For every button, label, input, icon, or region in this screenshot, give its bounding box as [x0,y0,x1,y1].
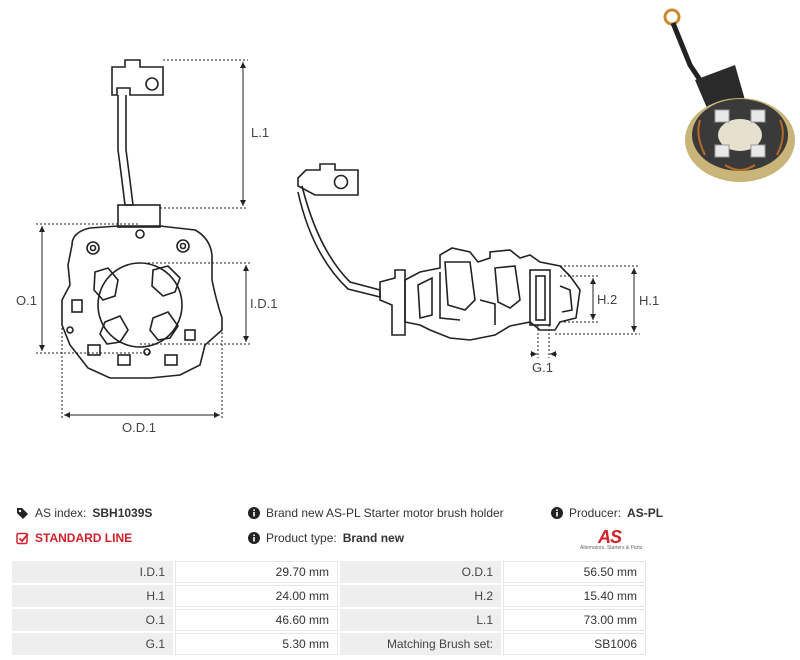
spec-value: 29.70 mm [175,561,338,583]
spec-value: 73.00 mm [503,609,646,631]
label-o1: O.1 [16,293,37,308]
side-dimensions [530,265,640,358]
table-row: H.1 24.00 mm H.2 15.40 mm [12,585,646,607]
product-description: Brand new AS-PL Starter motor brush hold… [248,506,504,520]
spec-table: I.D.1 29.70 mm O.D.1 56.50 mm H.1 24.00 … [10,559,648,657]
standard-line-label: STANDARD LINE [35,531,133,545]
product-type-value: Brand new [342,531,405,545]
tag-icon [17,507,28,519]
spec-value: 56.50 mm [503,561,646,583]
info-circle-icon [248,532,260,544]
producer-value: AS-PL [627,506,664,520]
spec-label: O.1 [12,609,173,631]
product-type: Product type: Brand new [248,531,404,545]
as-pl-logo: AS Alternators, Starters & Parts [580,527,660,553]
spec-label: L.1 [340,609,501,631]
product-type-label: Product type: [266,531,337,545]
spec-value: 5.30 mm [175,633,338,655]
spec-label: G.1 [12,633,173,655]
label-g1: G.1 [532,360,553,375]
table-row: O.1 46.60 mm L.1 73.00 mm [12,609,646,631]
info-circle-icon [248,507,260,519]
technical-drawing: L.1 O.1 I.D.1 O.D.1 H.1 H.2 G.1 [16,59,659,435]
spec-value: 46.60 mm [175,609,338,631]
front-dimensions [36,59,252,420]
check-square-icon [16,532,29,544]
as-index-value: SBH1039S [92,506,153,520]
logo-tagline: Alternators, Starters & Parts [580,545,643,551]
as-index: AS index: SBH1039S [16,506,152,520]
front-view [61,59,223,379]
spec-value: SB1006 [503,633,646,655]
spec-label: I.D.1 [12,561,173,583]
as-index-label: AS index: [35,506,87,520]
description-text: Brand new AS-PL Starter motor brush hold… [266,506,504,520]
info-circle-icon [551,507,563,519]
spec-label: O.D.1 [340,561,501,583]
label-id1: I.D.1 [250,296,277,311]
producer: Producer: AS-PL [551,506,663,520]
producer-label: Producer: [569,506,622,520]
spec-label: H.1 [12,585,173,607]
label-h1: H.1 [639,293,659,308]
spec-value: 24.00 mm [175,585,338,607]
standard-line: STANDARD LINE [16,531,132,545]
table-row: G.1 5.30 mm Matching Brush set: SB1006 [12,633,646,655]
spec-label: Matching Brush set: [340,633,501,655]
logo-mark: AS [598,527,622,547]
label-od1: O.D.1 [122,420,156,435]
label-l1: L.1 [251,125,269,140]
table-row: I.D.1 29.70 mm O.D.1 56.50 mm [12,561,646,583]
label-h2: H.2 [597,292,617,307]
spec-label: H.2 [340,585,501,607]
spec-value: 15.40 mm [503,585,646,607]
side-view [297,163,581,341]
product-photo [663,8,795,182]
